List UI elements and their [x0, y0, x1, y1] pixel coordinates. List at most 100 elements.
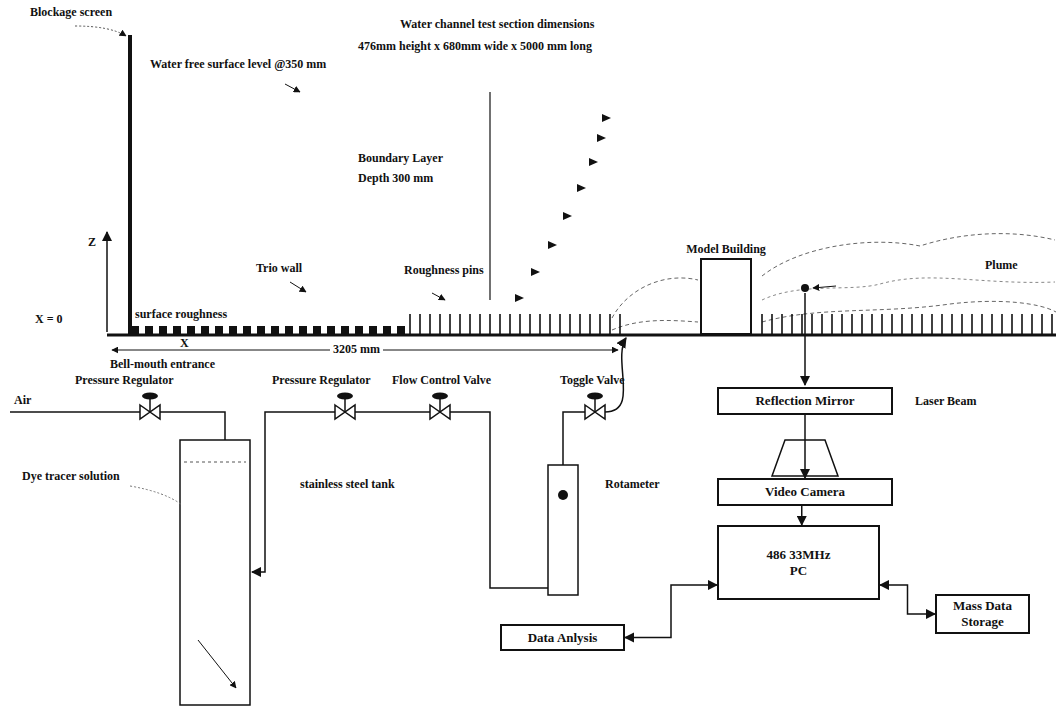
- rotameter-float: [558, 490, 568, 500]
- label-text: Pressure Regulator: [272, 374, 371, 388]
- roughness-pin: [549, 314, 551, 335]
- z-axis: [106, 232, 108, 332]
- label-text: 476mm height x 680mm wide x 5000 mm long: [358, 40, 592, 54]
- roughness-pin: [599, 314, 601, 335]
- roughness-pin: [991, 314, 993, 335]
- valve-symbol: [335, 393, 355, 420]
- roughness-pin: [821, 314, 823, 335]
- roughness-pin: [881, 314, 883, 335]
- roughness-pin: [851, 314, 853, 335]
- roughness-pin: [981, 314, 983, 335]
- label-text: Plume: [985, 259, 1018, 273]
- label-text: Flow Control Valve: [392, 374, 491, 388]
- roughness-pin: [419, 314, 421, 335]
- air-pipe: [10, 411, 140, 413]
- connector-arrow: [804, 415, 806, 478]
- surface-roughness: [130, 325, 405, 335]
- pointer-arrow: [813, 286, 836, 288]
- node-text: Model Building: [686, 242, 766, 256]
- process-box: Data Anlysis: [500, 624, 625, 651]
- roughness-pin: [589, 314, 591, 335]
- plume-outline: [762, 278, 1055, 300]
- model-building: Model Building: [700, 258, 752, 335]
- label-text: Roughness pins: [404, 264, 484, 278]
- roughness-pin: [901, 314, 903, 335]
- velocity-arrow: [548, 241, 557, 249]
- dye-pipe: [450, 412, 548, 588]
- pointer-arrow: [432, 293, 445, 300]
- velocity-arrow: [589, 158, 598, 166]
- label-text: X = 0: [35, 313, 63, 327]
- roughness-pin: [1001, 314, 1003, 335]
- node-text: Reflection Mirror: [755, 393, 854, 409]
- roughness-pin: [509, 314, 511, 335]
- process-box: Reflection Mirror: [717, 387, 893, 415]
- air-pipe: [160, 412, 225, 440]
- roughness-pin: [499, 314, 501, 335]
- connector-arrow: [625, 585, 717, 638]
- velocity-arrow: [563, 212, 572, 220]
- roughness-pin: [489, 314, 491, 335]
- dye-level: [184, 462, 246, 463]
- roughness-pin: [479, 314, 481, 335]
- velocity-arrow: [602, 114, 611, 122]
- label-text: Rotameter: [605, 478, 660, 492]
- label-text: stainless steel tank: [300, 478, 395, 492]
- roughness-pin: [1051, 314, 1053, 335]
- roughness-pin: [761, 314, 763, 335]
- roughness-pin: [921, 314, 923, 335]
- roughness-pin: [429, 314, 431, 335]
- roughness-pin: [519, 314, 521, 335]
- velocity-arrow: [531, 268, 540, 276]
- laser-beam: [804, 293, 806, 385]
- roughness-pin: [811, 314, 813, 335]
- roughness-pin: [619, 314, 621, 335]
- velocity-arrow: [597, 134, 606, 142]
- label-text: X: [180, 337, 189, 351]
- pointer-arrow: [285, 84, 300, 92]
- dye-pipe: [563, 412, 585, 465]
- pointer-arrow: [290, 282, 306, 292]
- label-text: Air: [14, 394, 31, 408]
- roughness-pin: [609, 314, 611, 335]
- leader-line: [75, 26, 126, 36]
- label-text: Toggle Valve: [560, 374, 625, 388]
- roughness-pin: [911, 314, 913, 335]
- plume-outline: [612, 320, 698, 330]
- node-text: Video Camera: [765, 484, 845, 500]
- connector-arrow: [801, 506, 803, 525]
- label-text: Blockage screen: [30, 6, 112, 20]
- connector-arrow: [880, 585, 935, 614]
- node-text: 486 33MHz PC: [759, 547, 839, 578]
- label-text: Trio wall: [256, 262, 302, 276]
- node-text: Mass Data Storage: [943, 598, 1023, 629]
- roughness-pin: [579, 314, 581, 335]
- roughness-pin: [861, 314, 863, 335]
- label-text: surface roughness: [135, 308, 227, 322]
- valve-symbol: [585, 393, 605, 420]
- roughness-pin: [801, 314, 803, 335]
- valve-symbol: [430, 393, 450, 420]
- rotameter: [548, 465, 578, 595]
- label-text: Dye tracer solution: [22, 470, 120, 484]
- velocity-arrow: [515, 294, 524, 302]
- roughness-pin: [449, 314, 451, 335]
- roughness-pin: [1021, 314, 1023, 335]
- roughness-pin: [1041, 314, 1043, 335]
- label-text: Laser Beam: [915, 395, 976, 409]
- computer-box: 486 33MHz PC: [717, 525, 880, 600]
- process-box: Video Camera: [717, 478, 893, 506]
- valve-symbol: [140, 393, 160, 420]
- label-text: Water free surface level @350 mm: [150, 58, 326, 72]
- roughness-pin: [791, 314, 793, 335]
- roughness-pin: [841, 314, 843, 335]
- storage-box: Mass Data Storage: [935, 594, 1030, 634]
- roughness-pin: [961, 314, 963, 335]
- roughness-pin: [1011, 314, 1013, 335]
- label-text: Pressure Regulator: [75, 374, 174, 388]
- boundary-layer-line: [489, 92, 490, 300]
- roughness-pin: [931, 314, 933, 335]
- roughness-pin: [771, 314, 773, 335]
- label-text: Z: [88, 236, 96, 250]
- pointer-arrow: [198, 640, 236, 688]
